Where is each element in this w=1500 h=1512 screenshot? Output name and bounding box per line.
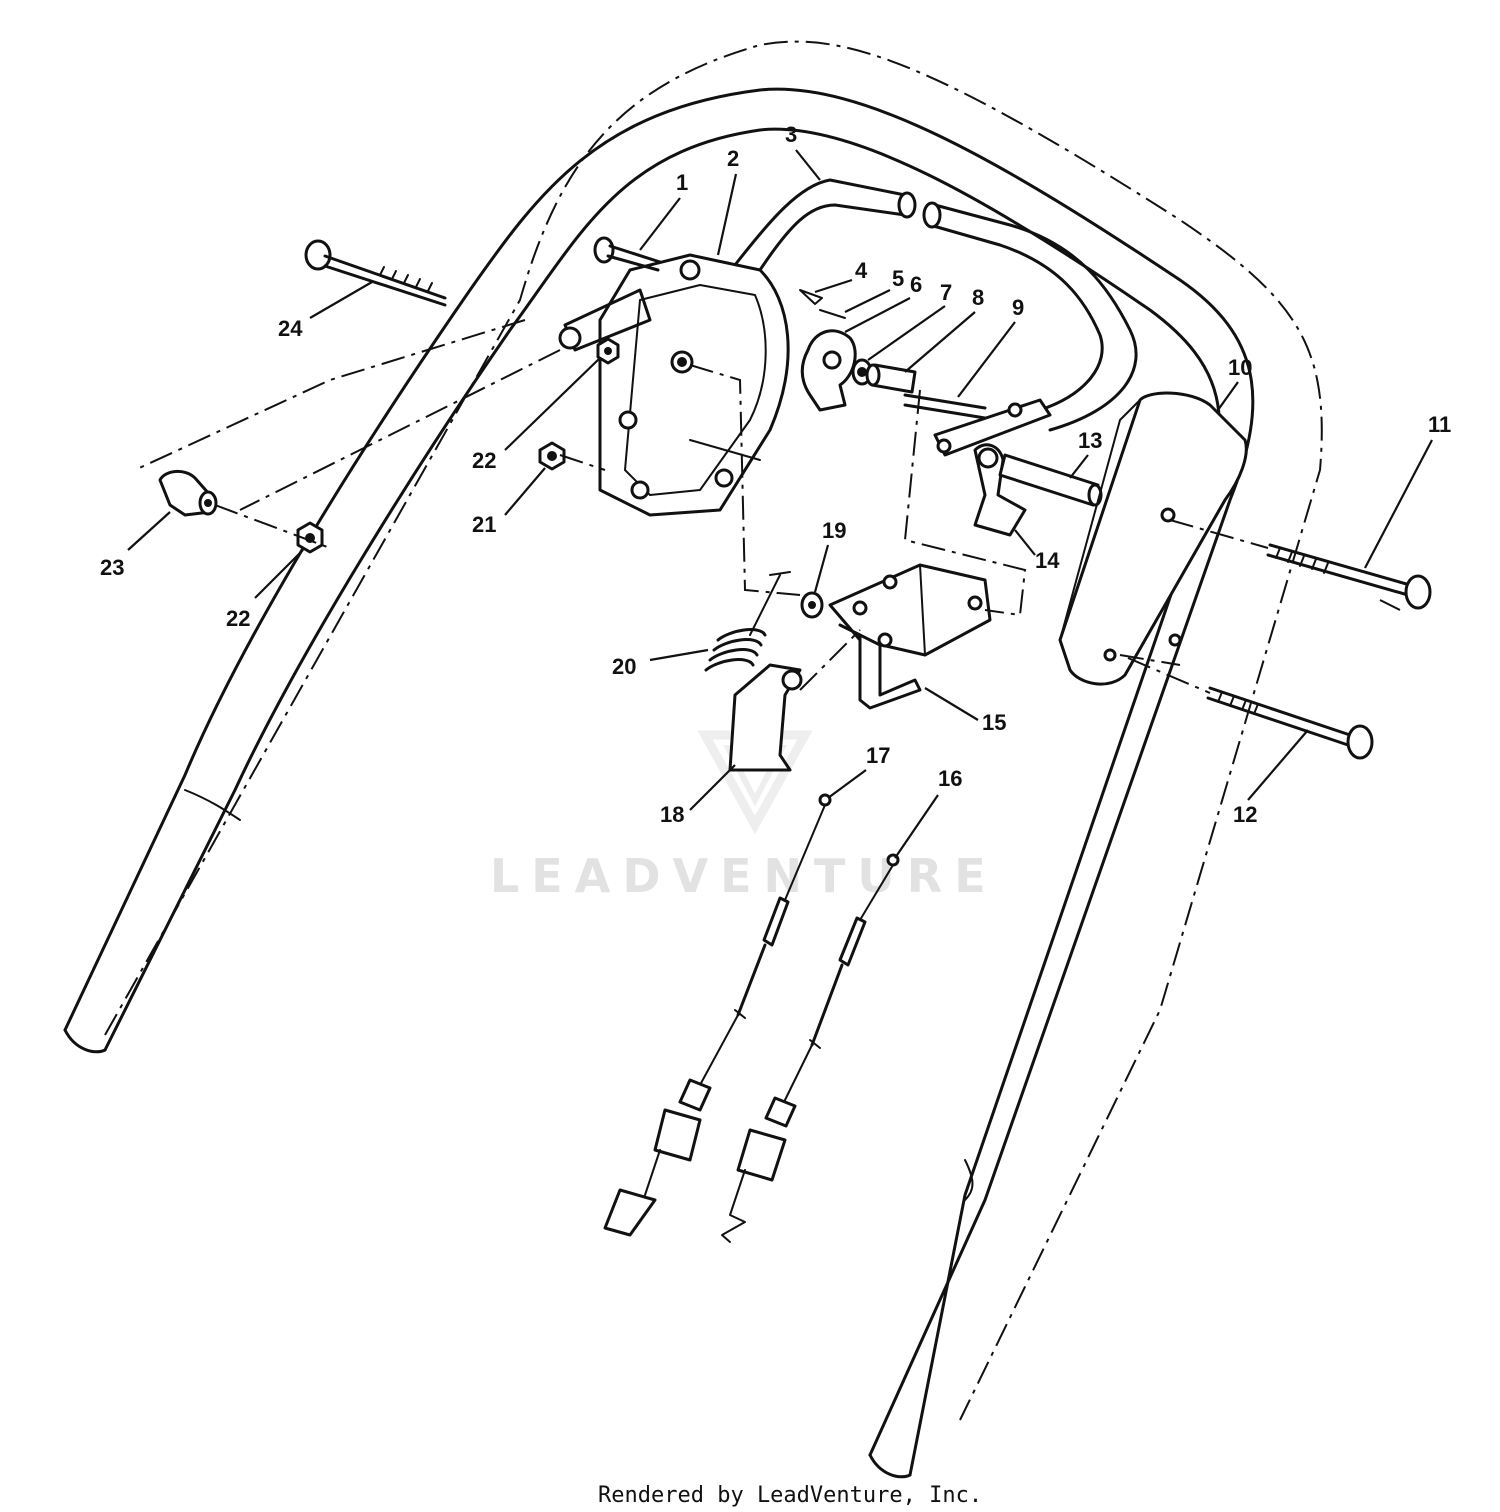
callout-6: 6 (910, 272, 922, 297)
callout-1: 1 (676, 170, 688, 195)
control-housing-right-10 (1058, 391, 1248, 686)
carriage-bolt-24 (304, 239, 447, 307)
callout-22-upper: 22 (472, 448, 496, 473)
control-cable-16 (721, 853, 900, 1243)
control-housing-left (558, 253, 790, 517)
callout-7: 7 (940, 280, 952, 305)
washer-19 (800, 591, 824, 619)
callout-21: 21 (472, 512, 496, 537)
cam-6 (800, 329, 857, 412)
callout-18: 18 (660, 802, 684, 827)
carriage-bolt-12 (1206, 686, 1374, 760)
callout-15: 15 (982, 710, 1006, 735)
lever-14 (973, 443, 1027, 537)
spring-20 (704, 571, 791, 672)
callout-24: 24 (278, 316, 303, 341)
pin-4 (799, 289, 823, 305)
callout-9: 9 (1012, 295, 1024, 320)
rod-9 (903, 393, 1052, 457)
callout-4: 4 (855, 258, 868, 283)
handle-tube (63, 87, 1255, 1479)
callout-22-lower: 22 (226, 606, 250, 631)
callout-labels: 1 2 3 4 5 6 7 8 9 10 11 12 13 14 15 16 1 (100, 122, 1451, 859)
carriage-bolt-11 (1266, 543, 1432, 610)
watermark-text: LEADVENTURE (490, 849, 998, 903)
nut-22-upper (596, 337, 620, 365)
callout-12: 12 (1233, 802, 1257, 827)
bracket-15 (828, 563, 992, 710)
bushing-23 (158, 470, 218, 517)
clip-5 (819, 309, 846, 319)
callout-5: 5 (892, 266, 904, 291)
screw-1 (593, 236, 662, 272)
callout-11: 11 (1428, 412, 1451, 437)
handle-phantom-outline (104, 40, 1323, 1421)
shaft-13 (998, 453, 1103, 507)
nut-21 (538, 441, 566, 471)
assembly-lines (134, 319, 1401, 694)
callout-14: 14 (1035, 548, 1060, 573)
callout-8: 8 (972, 285, 984, 310)
callout-3: 3 (785, 122, 797, 147)
footer-credit: Rendered by LeadVenture, Inc. (598, 1483, 982, 1508)
control-cable-17 (603, 793, 832, 1237)
bail-bar (733, 178, 1138, 432)
callout-19: 19 (822, 518, 846, 543)
callout-16: 16 (938, 766, 962, 791)
callout-20: 20 (612, 654, 636, 679)
callout-2: 2 (727, 146, 739, 171)
shaft-8 (865, 363, 917, 394)
callout-10: 10 (1228, 355, 1252, 380)
callout-13: 13 (1078, 428, 1102, 453)
trigger-18 (728, 663, 803, 772)
callout-17: 17 (866, 743, 890, 768)
callout-23: 23 (100, 555, 124, 580)
